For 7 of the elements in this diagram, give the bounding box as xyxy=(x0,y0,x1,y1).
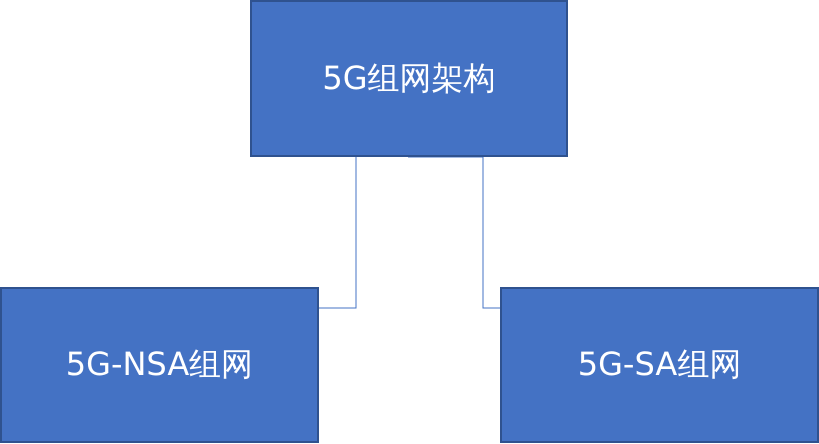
process-box xyxy=(0,287,319,443)
connector-line xyxy=(318,156,356,308)
process-box xyxy=(500,287,819,443)
node-label: 5G-SA组网 xyxy=(578,344,742,385)
node-label: 5G-NSA组网 xyxy=(66,344,254,385)
node-label: 5G组网架构 xyxy=(322,58,496,98)
process-box xyxy=(250,0,568,157)
